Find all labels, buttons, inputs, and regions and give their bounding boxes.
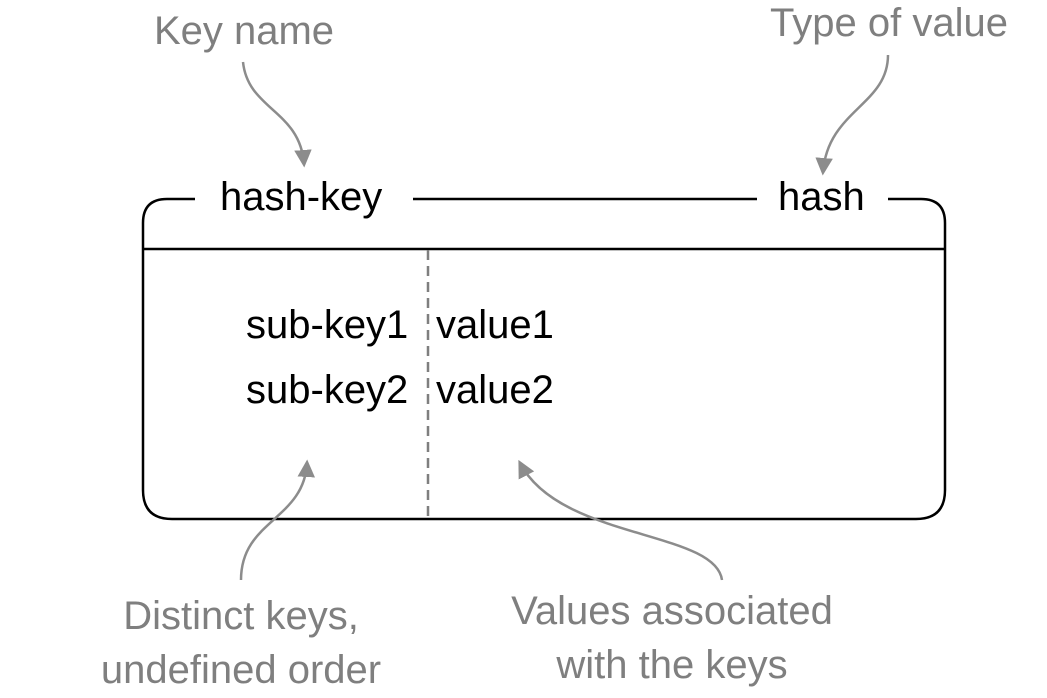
distinct-keys-arrow [239,459,315,581]
value-1: value1 [436,303,554,347]
type-of-value-arrow [815,54,890,176]
value-type-label: hash [778,175,865,219]
key-name-annotation: Key name [153,9,335,53]
values-associated-annotation-line2: with the keys [556,643,788,687]
distinct-keys-annotation-line2: undefined order [100,648,382,692]
key-name-label: hash-key [220,175,383,219]
distinct-keys-annotation-line1: Distinct keys, [123,594,359,638]
values-associated-arrow [518,459,724,581]
values-associated-annotation-line1: Values associated [511,589,833,633]
sub-key-1: sub-key1 [246,303,409,347]
value-2: value2 [436,368,554,412]
key-name-arrow [241,61,312,168]
box-outline [141,197,947,521]
sub-key-2: sub-key2 [246,368,409,412]
type-of-value-annotation: Type of value [770,1,1008,45]
